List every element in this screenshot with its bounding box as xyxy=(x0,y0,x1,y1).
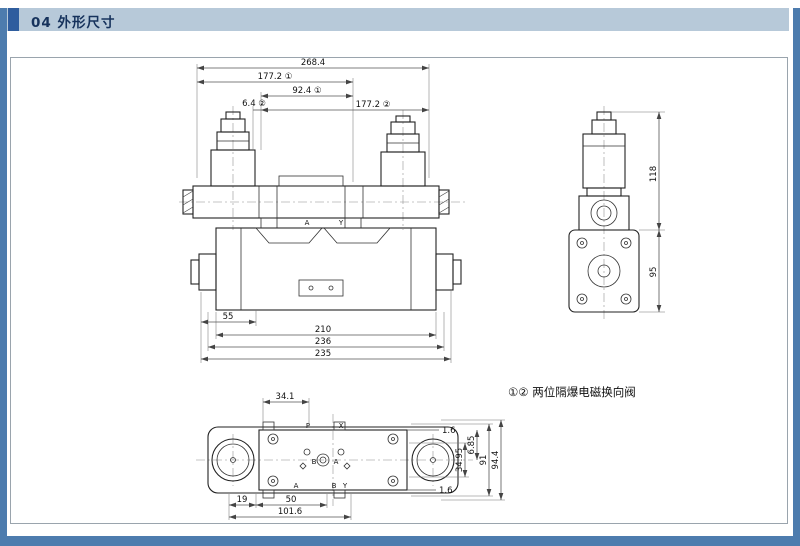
bottom-view: B A P X A B Y 34.1 1.6 1 xyxy=(196,392,505,520)
dim-6-4: 6.4 ② xyxy=(242,99,266,109)
right-border-strip xyxy=(793,8,800,536)
valve-body xyxy=(182,175,450,219)
dim-235: 235 xyxy=(315,349,331,359)
dim-177-2-1: 177.2 ① xyxy=(258,72,293,82)
header-accent-square xyxy=(8,8,19,31)
page-title: 04 外形尺寸 xyxy=(31,11,116,31)
section-header-bar: 04 外形尺寸 xyxy=(7,8,789,31)
valve-note: ①② 两位隔爆电磁换向阀 xyxy=(508,385,636,399)
drawing-area: A Y 268.4 177.2 ① 92.4 ① xyxy=(10,57,788,524)
front-view-top-dimensions: 268.4 177.2 ① 92.4 ① 6.4 ② 177.2 ② xyxy=(196,58,430,182)
dim-268-4: 268.4 xyxy=(301,58,325,68)
dim-6-85: 6.85 xyxy=(467,436,477,455)
dim-1-6-bottom: 1.6 xyxy=(439,486,453,496)
port-p-label: P xyxy=(306,422,310,430)
technical-drawing: A Y 268.4 177.2 ① 92.4 ① xyxy=(179,58,665,520)
dim-101-6: 101.6 xyxy=(278,507,302,517)
side-view: 118 95 xyxy=(568,106,665,320)
dim-50: 50 xyxy=(286,495,297,505)
dim-34-1: 34.1 xyxy=(276,392,295,402)
left-solenoid xyxy=(210,111,256,187)
left-border-strip xyxy=(0,8,7,546)
port-a-label: A xyxy=(294,482,299,490)
dim-118: 118 xyxy=(649,166,659,182)
center-port-b-label: B xyxy=(312,458,317,466)
dim-94-4: 94.4 xyxy=(491,451,501,470)
lower-body: A Y xyxy=(190,217,462,311)
dim-177-2-2: 177.2 ② xyxy=(356,100,391,110)
bottom-view-dimensions: 34.1 1.6 1.6 34.95 6.85 9 xyxy=(228,392,505,520)
front-port-y-label: Y xyxy=(338,219,344,227)
side-view-dimensions: 118 95 xyxy=(611,111,665,313)
dim-95: 95 xyxy=(649,267,659,278)
dim-236: 236 xyxy=(315,337,331,347)
port-b-label: B xyxy=(332,482,337,490)
port-y-label: Y xyxy=(342,482,348,490)
front-view-bottom-dimensions: 55 210 236 235 xyxy=(200,290,452,363)
section-title: 外形尺寸 xyxy=(57,15,116,31)
front-port-a-label: A xyxy=(305,219,310,227)
dim-34-95: 34.95 xyxy=(455,448,465,472)
port-x-label: X xyxy=(339,422,344,430)
center-port-a-label: A xyxy=(334,458,339,466)
dim-55: 55 xyxy=(223,312,234,322)
dim-19: 19 xyxy=(237,495,248,505)
dim-210: 210 xyxy=(315,325,331,335)
dim-92-4: 92.4 ① xyxy=(292,86,321,96)
dim-1-6-top: 1.6 xyxy=(442,426,456,436)
front-view: A Y 268.4 177.2 ① 92.4 ① xyxy=(179,58,465,363)
dim-91: 91 xyxy=(479,455,489,466)
bottom-border-bar xyxy=(0,536,800,546)
section-number: 04 xyxy=(31,15,52,31)
